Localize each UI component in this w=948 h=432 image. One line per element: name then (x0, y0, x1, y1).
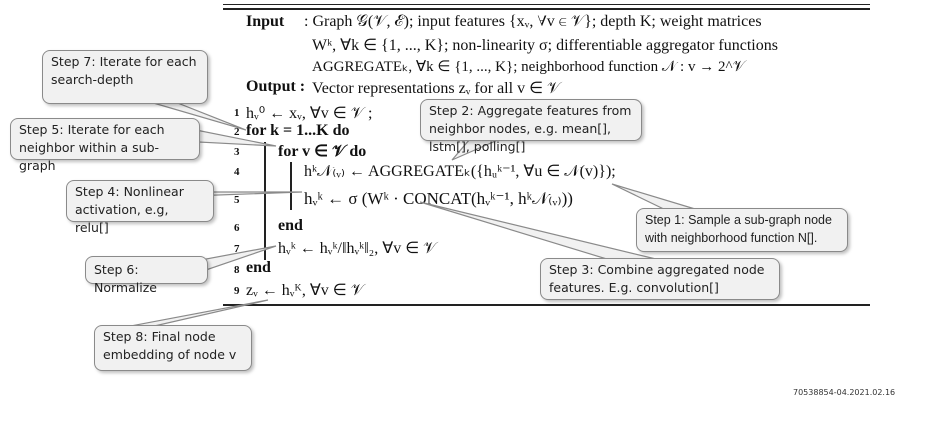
callout-step5: Step 5: Iterate for each neighbor within… (10, 118, 200, 173)
algo-line-5: hᵥᵏ ← σ (Wᵏ · CONCAT(hᵥᵏ⁻¹, hᵏ𝒩₍ᵥ₎)) (304, 189, 573, 208)
callout-step2: Step 2: Aggregate features from neighbor… (420, 99, 642, 154)
callout-step6: Step 6: Normalize (85, 256, 208, 295)
line-number: 9 (234, 285, 240, 297)
input-line-1: : Graph 𝒢(𝒱, ℰ); input features {xᵥ, ∀v … (304, 13, 762, 30)
inner-loop-bar (290, 162, 292, 210)
callout-step8: Step 8: Final node embedding of node v (94, 325, 252, 371)
input-line-3: AGGREGATEₖ, ∀k ∈ {1, ..., K}; neighborho… (312, 59, 745, 75)
figure-id: 70538854-04.2021.02.16 (793, 388, 896, 397)
line-number: 6 (234, 222, 240, 234)
algo-line-7: hᵥᵏ ← hᵥᵏ/‖hᵥᵏ‖₂, ∀v ∈ 𝒱 (278, 240, 437, 257)
algo-line-1: hᵥ⁰ ← xᵥ, ∀v ∈ 𝒱 ; (246, 105, 373, 122)
outer-loop-bar (264, 142, 266, 260)
algo-line-8: end (246, 259, 271, 276)
algo-line-6: end (278, 217, 303, 234)
line-number: 7 (234, 243, 240, 255)
algo-line-2: for k = 1...K do (246, 122, 350, 139)
callout-step7: Step 7: Iterate for each search-depth (42, 50, 208, 104)
output-label: Output : (246, 78, 306, 95)
step8-pointer (119, 299, 269, 329)
algo-line-9: zᵥ ← hᵥᴷ, ∀v ∈ 𝒱 (246, 282, 365, 299)
header-rule (223, 8, 870, 10)
line-number: 2 (234, 126, 240, 138)
callout-step3: Step 3: Combine aggregated node features… (540, 258, 780, 300)
input-label: Input (246, 13, 285, 30)
callout-step4: Step 4: Nonlinear activation, e.g, relu[… (66, 180, 214, 235)
input-line-2: Wᵏ, ∀k ∈ {1, ..., K}; non-linearity σ; d… (312, 37, 778, 54)
algo-line-4: hᵏ𝒩₍ᵥ₎ ← AGGREGATEₖ({hᵤᵏ⁻¹, ∀u ∈ 𝒩(v)}); (304, 163, 616, 180)
top-rule (223, 4, 870, 5)
line-number: 4 (234, 166, 240, 178)
line-number: 3 (234, 146, 240, 158)
line-number: 8 (234, 264, 240, 276)
output-text: Vector representations zᵥ for all v ∈ 𝒱 (312, 80, 561, 97)
line-number: 1 (234, 107, 240, 119)
step3-pointer (419, 201, 661, 261)
algo-line-3: for v ∈ 𝒱 do (278, 143, 367, 160)
line-number: 5 (234, 194, 240, 206)
bottom-rule (223, 304, 870, 306)
callout-step1: Step 1: Sample a sub-graph node with nei… (636, 208, 848, 252)
